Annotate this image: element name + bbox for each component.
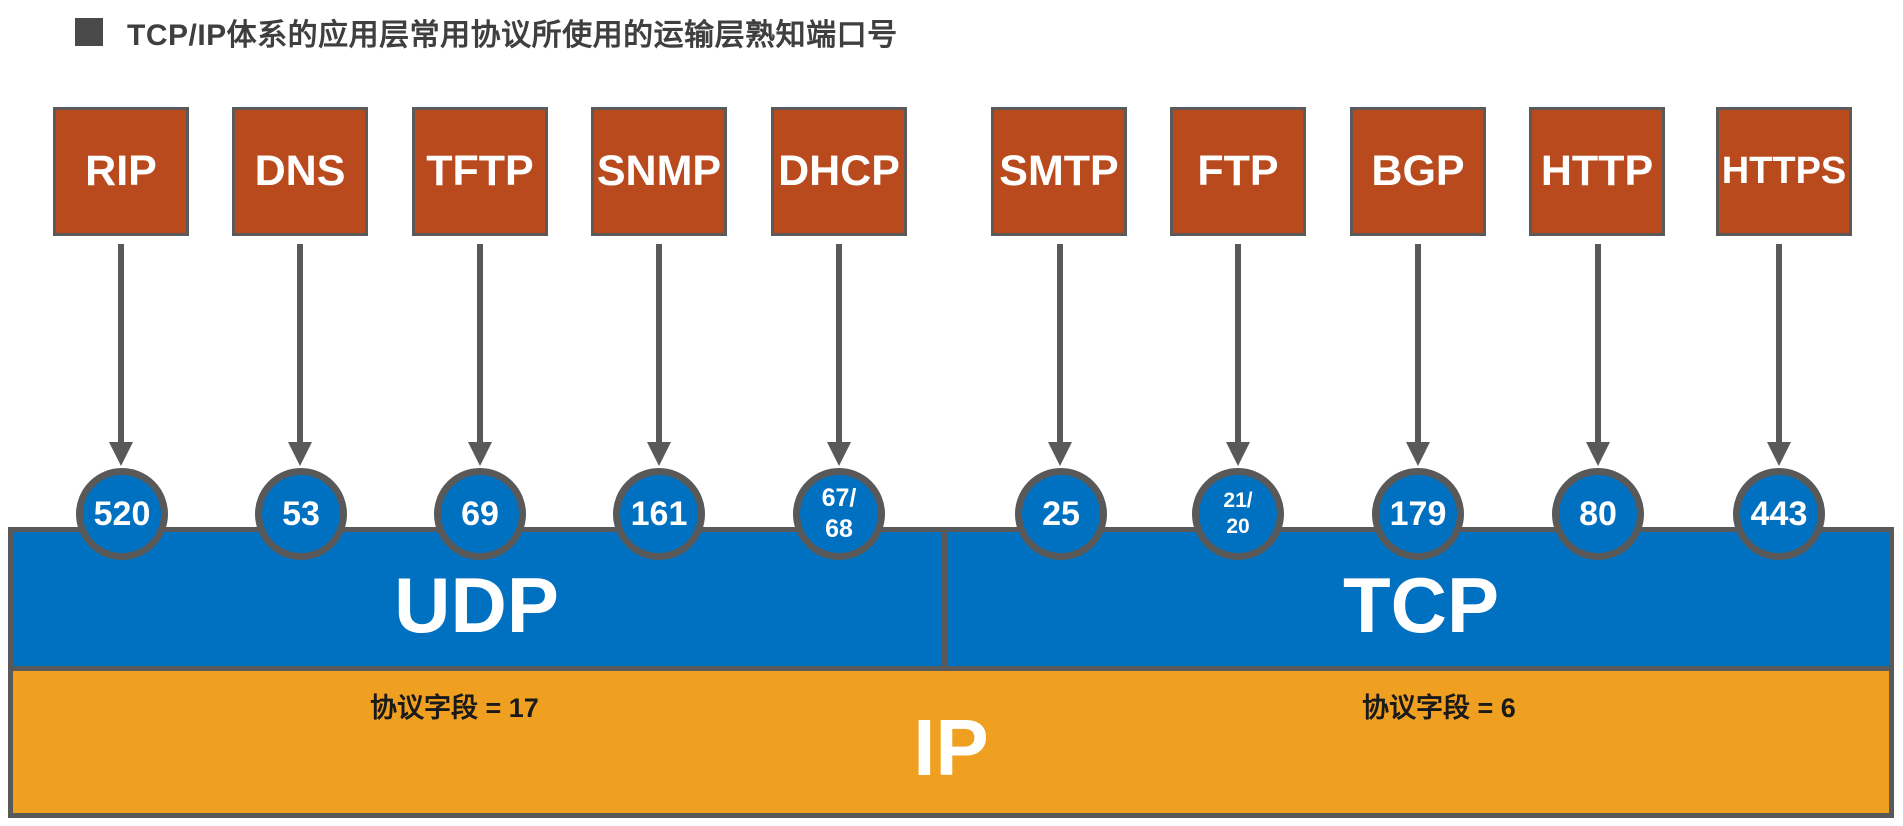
ip-layer-band (8, 666, 1894, 818)
port-number: 25 (1042, 495, 1080, 533)
port-number: 520 (93, 495, 151, 533)
slide-title-text: TCP/IP体系的应用层常用协议所使用的运输层熟知端口号 (127, 19, 898, 52)
port-circle-ftp: 21/20 (1192, 468, 1284, 560)
port-circle-rip: 520 (76, 468, 168, 560)
udp-protocol-field: 协议字段 = 17 (370, 693, 539, 723)
protocol-box-https: HTTPS (1716, 107, 1852, 236)
ip-label: IP (913, 703, 989, 792)
arrow-bgp (1406, 244, 1430, 466)
arrow-smtp (1048, 244, 1072, 466)
port-number: 69 (461, 495, 499, 533)
protocol-box-smtp: SMTP (991, 107, 1127, 236)
port-circle-smtp: 25 (1015, 468, 1107, 560)
port-number: 80 (1579, 495, 1617, 533)
arrow-ftp (1226, 244, 1250, 466)
protocol-box-dns: DNS (232, 107, 368, 236)
tcp-protocol-field: 协议字段 = 6 (1362, 693, 1516, 723)
arrow-dhcp (827, 244, 851, 466)
port-number: 443 (1750, 495, 1808, 533)
arrow-http (1586, 244, 1610, 466)
port-circle-https: 443 (1733, 468, 1825, 560)
tcp-label: TCP (1343, 561, 1499, 649)
port-number-a: 67/ (821, 483, 857, 512)
port-number-b: 20 (1226, 515, 1250, 538)
arrow-tftp (468, 244, 492, 466)
port-number: 53 (282, 495, 320, 533)
slide-title: TCP/IP体系的应用层常用协议所使用的运输层熟知端口号 (75, 12, 898, 52)
port-circle-dhcp: 67/68 (793, 468, 885, 560)
port-circle-dns: 53 (255, 468, 347, 560)
protocol-box-bgp: BGP (1350, 107, 1486, 236)
port-circle-http: 80 (1552, 468, 1644, 560)
protocol-box-ftp: FTP (1170, 107, 1306, 236)
port-number: 161 (630, 495, 688, 533)
square-bullet-icon (75, 18, 103, 46)
port-number: 179 (1389, 495, 1447, 533)
protocol-box-http: HTTP (1529, 107, 1665, 236)
protocol-box-dhcp: DHCP (771, 107, 907, 236)
arrow-https (1767, 244, 1791, 466)
udp-tcp-divider (942, 527, 948, 671)
port-circle-tftp: 69 (434, 468, 526, 560)
port-circle-snmp: 161 (613, 468, 705, 560)
protocol-box-tftp: TFTP (412, 107, 548, 236)
protocol-box-snmp: SNMP (591, 107, 727, 236)
port-number-pair: 21/20 (1223, 488, 1252, 541)
udp-label: UDP (394, 561, 559, 649)
port-number-pair: 67/68 (822, 483, 857, 546)
port-circle-bgp: 179 (1372, 468, 1464, 560)
port-number-b: 68 (825, 515, 853, 543)
arrow-snmp (647, 244, 671, 466)
protocol-box-rip: RIP (53, 107, 189, 236)
arrow-dns (288, 244, 312, 466)
port-number-a: 21/ (1223, 488, 1253, 512)
arrow-rip (109, 244, 133, 466)
